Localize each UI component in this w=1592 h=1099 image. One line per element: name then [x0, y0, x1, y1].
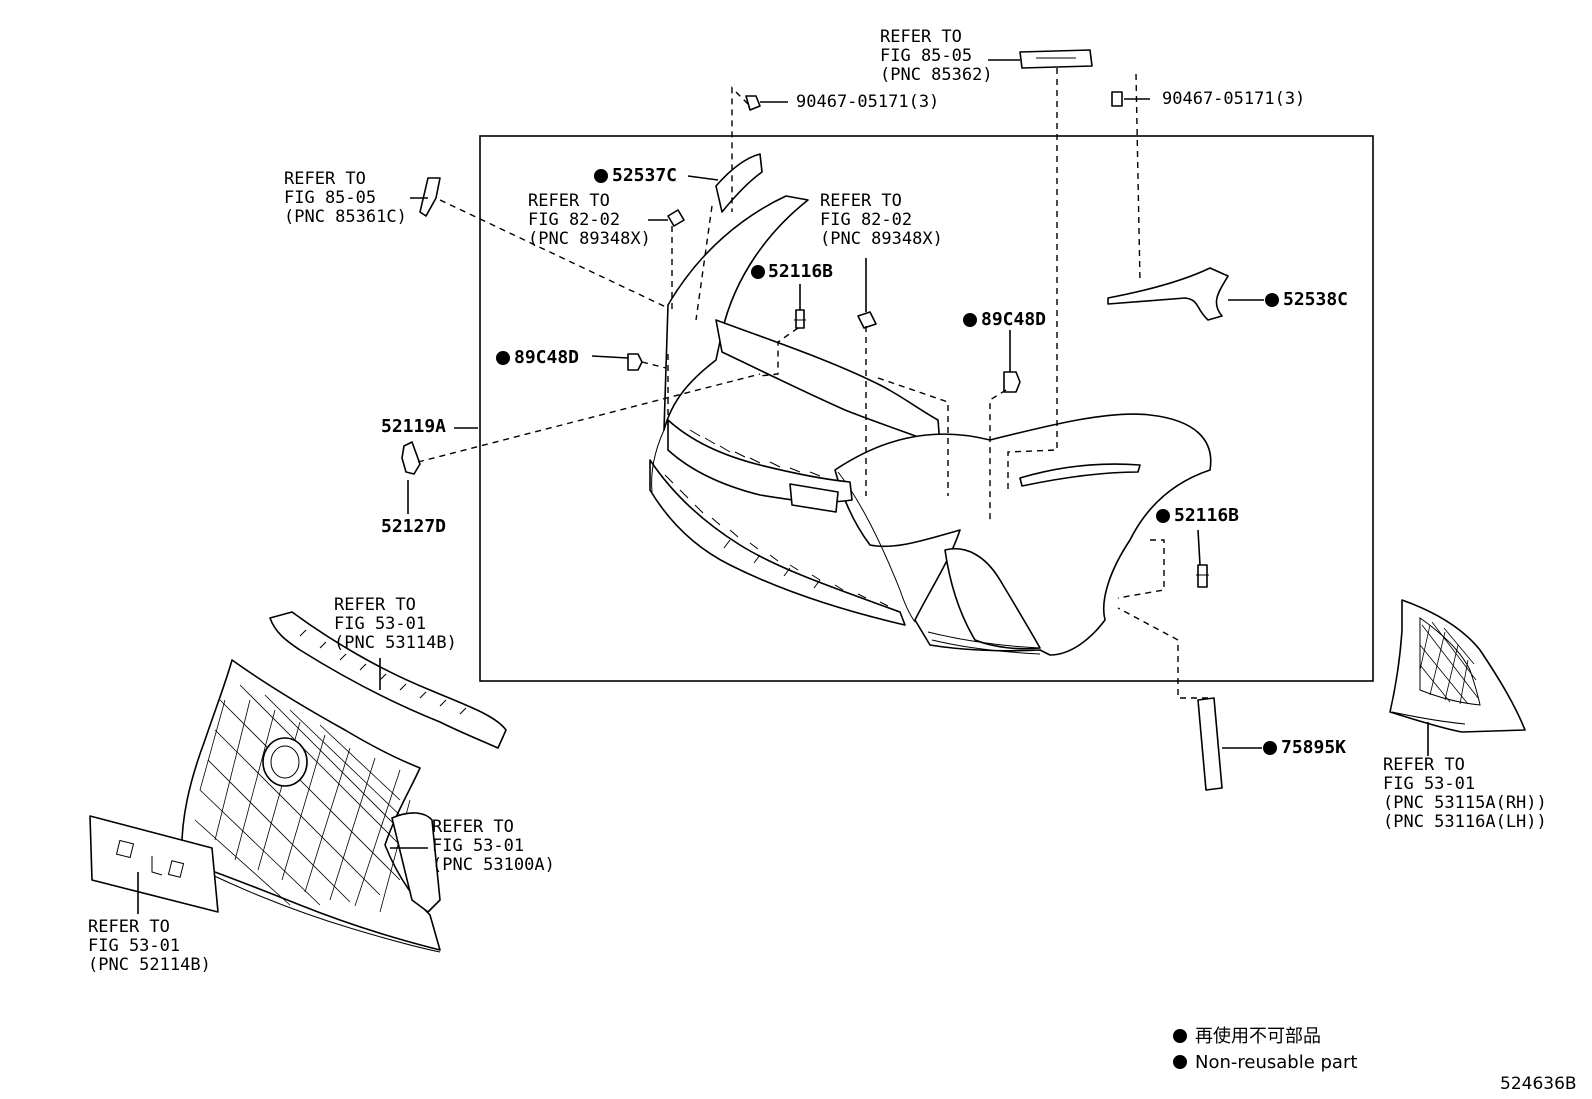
label-refer-52114b: REFER TO FIG 53-01 (PNC 52114B) — [88, 918, 211, 975]
legend-text-jp: 再使用不可部品 — [1195, 1026, 1321, 1047]
refer-line: REFER TO — [432, 817, 514, 837]
fog-light-cover — [1389, 599, 1526, 733]
legend-dot — [1173, 1029, 1187, 1043]
refer-line: FIG 53-01 — [88, 936, 181, 956]
refer-line: FIG 53-01 — [1383, 774, 1476, 794]
legend-row-en: Non-reusable part — [1173, 1050, 1357, 1076]
refer-line: REFER TO — [334, 595, 416, 615]
refer-line: (PNC 53116A(LH)) — [1383, 812, 1547, 832]
refer-line: FIG 53-01 — [432, 836, 525, 856]
license-bracket — [89, 815, 219, 913]
refer-line: (PNC 85362) — [880, 65, 993, 85]
part-52537c — [715, 153, 763, 213]
dot-52537c — [594, 169, 608, 183]
refer-line: REFER TO — [820, 191, 902, 211]
label-52537c: 52537C — [612, 165, 678, 186]
refer-line: (PNC 53115A(RH)) — [1383, 793, 1547, 813]
refer-line: FIG 53-01 — [334, 614, 427, 634]
refer-line: FIG 82-02 — [528, 210, 621, 230]
label-refer-53100a: REFER TO FIG 53-01 (PNC 53100A) — [432, 818, 555, 875]
clip-90467-left — [745, 95, 761, 111]
label-75895k: 75895K — [1281, 737, 1347, 758]
legend-text-en: Non-reusable part — [1195, 1052, 1358, 1073]
assembly-frame — [479, 135, 1374, 682]
bracket-89348x-right — [857, 311, 877, 329]
refer-line: FIG 82-02 — [820, 210, 913, 230]
part-52116b-top — [795, 309, 805, 329]
refer-line: (PNC 52114B) — [88, 955, 211, 975]
refer-line: REFER TO — [88, 917, 170, 937]
dot-52116b-right — [1156, 509, 1170, 523]
dot-52538c — [1265, 293, 1279, 307]
label-52116b-right: 52116B — [1174, 505, 1240, 526]
refer-line: REFER TO — [528, 191, 610, 211]
label-89c48d-left: 89C48D — [514, 347, 580, 368]
refer-line: FIG 85-05 — [284, 188, 377, 208]
part-52538c — [1107, 267, 1229, 321]
refer-line: (PNC 89348X) — [820, 229, 943, 249]
label-52119a: 52119A — [381, 416, 447, 437]
label-clip-left: 90467-05171(3) — [796, 92, 940, 112]
bracket-89348x-left — [667, 209, 685, 227]
label-refer-53114b: REFER TO FIG 53-01 (PNC 53114B) — [334, 596, 457, 653]
refer-line: REFER TO — [1383, 755, 1465, 775]
part-89c48d-right — [1003, 371, 1021, 393]
label-refer-85361c: REFER TO FIG 85-05 (PNC 85361C) — [284, 170, 407, 227]
clip-90467-right — [1111, 91, 1123, 107]
label-clip-right: 90467-05171(3) — [1162, 89, 1306, 109]
part-52116b-right — [1197, 564, 1208, 588]
label-52127d: 52127D — [381, 516, 447, 537]
dot-89c48d-left — [496, 351, 510, 365]
dot-89c48d-right — [963, 313, 977, 327]
main-grille — [180, 659, 441, 953]
leader-lines — [137, 59, 1429, 914]
refer-line: (PNC 89348X) — [528, 229, 651, 249]
refer-line: (PNC 53114B) — [334, 633, 457, 653]
legend-dot — [1173, 1055, 1187, 1069]
label-refer-89348x-right: REFER TO FIG 82-02 (PNC 89348X) — [820, 192, 943, 249]
part-85362 — [1019, 49, 1093, 69]
refer-line: REFER TO — [284, 169, 366, 189]
label-refer-89348x-left: REFER TO FIG 82-02 (PNC 89348X) — [528, 192, 651, 249]
refer-line: (PNC 53100A) — [432, 855, 555, 875]
dot-75895k — [1263, 741, 1277, 755]
label-refer-85362: REFER TO FIG 85-05 (PNC 85362) — [880, 28, 993, 85]
bumper-cover — [649, 195, 1212, 656]
part-75895k — [1197, 697, 1223, 791]
legend-row-jp: 再使用不可部品 — [1173, 1024, 1357, 1050]
label-89c48d-right: 89C48D — [981, 309, 1047, 330]
legend: 再使用不可部品 Non-reusable part — [1173, 1024, 1357, 1076]
label-52116b-top: 52116B — [768, 261, 834, 282]
refer-line: REFER TO — [880, 27, 962, 47]
part-52127d — [401, 441, 421, 475]
figure-id: 524636B — [1500, 1074, 1577, 1094]
dot-52116b-top — [751, 265, 765, 279]
label-52538c: 52538C — [1283, 289, 1349, 310]
label-refer-53115a: REFER TO FIG 53-01 (PNC 53115A(RH)) (PNC… — [1383, 756, 1547, 832]
part-89c48d-left — [627, 353, 643, 371]
refer-line: FIG 85-05 — [880, 46, 973, 66]
refer-line: (PNC 85361C) — [284, 207, 407, 227]
part-85361c — [419, 177, 441, 217]
